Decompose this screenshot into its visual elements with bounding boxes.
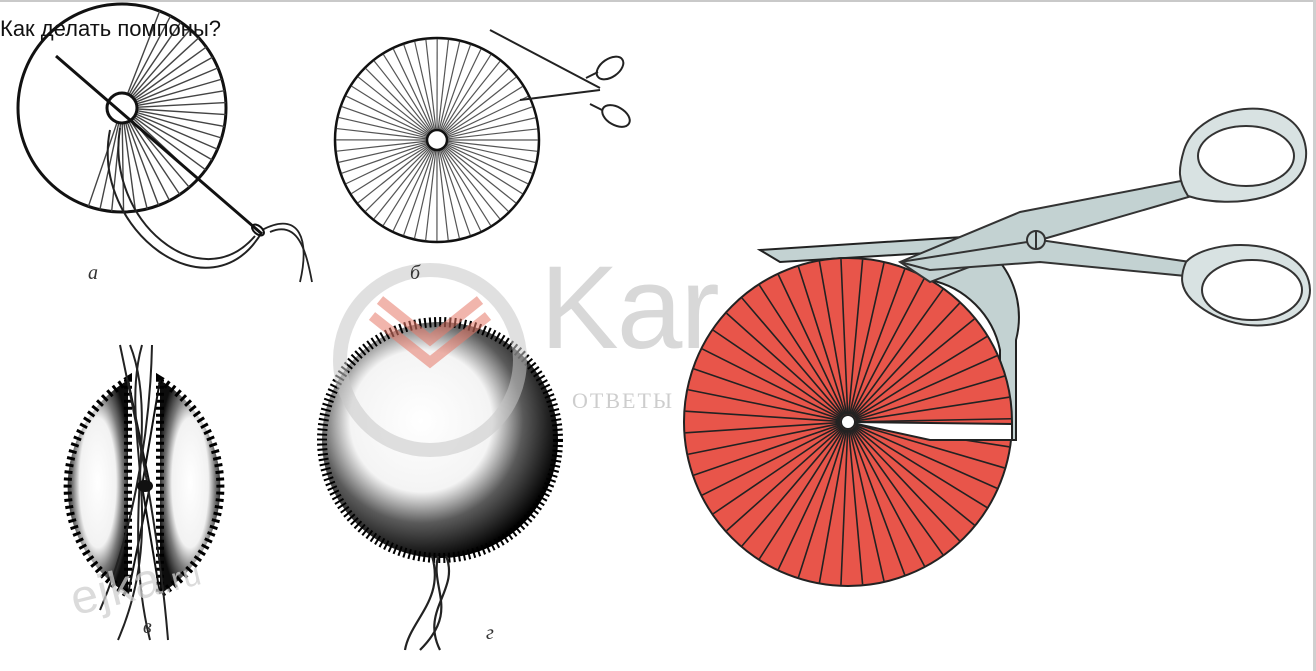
figure-label-g: г bbox=[486, 622, 494, 645]
watermark-text: Kar bbox=[540, 240, 718, 376]
step-b-wound-ring bbox=[335, 30, 633, 242]
figure-label-a: а bbox=[88, 262, 98, 285]
yarn-strand bbox=[137, 114, 218, 149]
corner-watermark-tld: .ru bbox=[157, 555, 205, 600]
yarn-strand bbox=[137, 68, 218, 102]
figure-label-v: в bbox=[143, 616, 152, 639]
figure-label-b: б bbox=[410, 262, 420, 285]
red-disc-with-scissors bbox=[684, 109, 1310, 586]
watermark-subtext: ОТВЕТЫ bbox=[572, 388, 674, 414]
page-title: Как делать помпоны? bbox=[0, 16, 221, 42]
step-a-winding bbox=[18, 4, 312, 282]
yarn-strand bbox=[122, 124, 123, 212]
